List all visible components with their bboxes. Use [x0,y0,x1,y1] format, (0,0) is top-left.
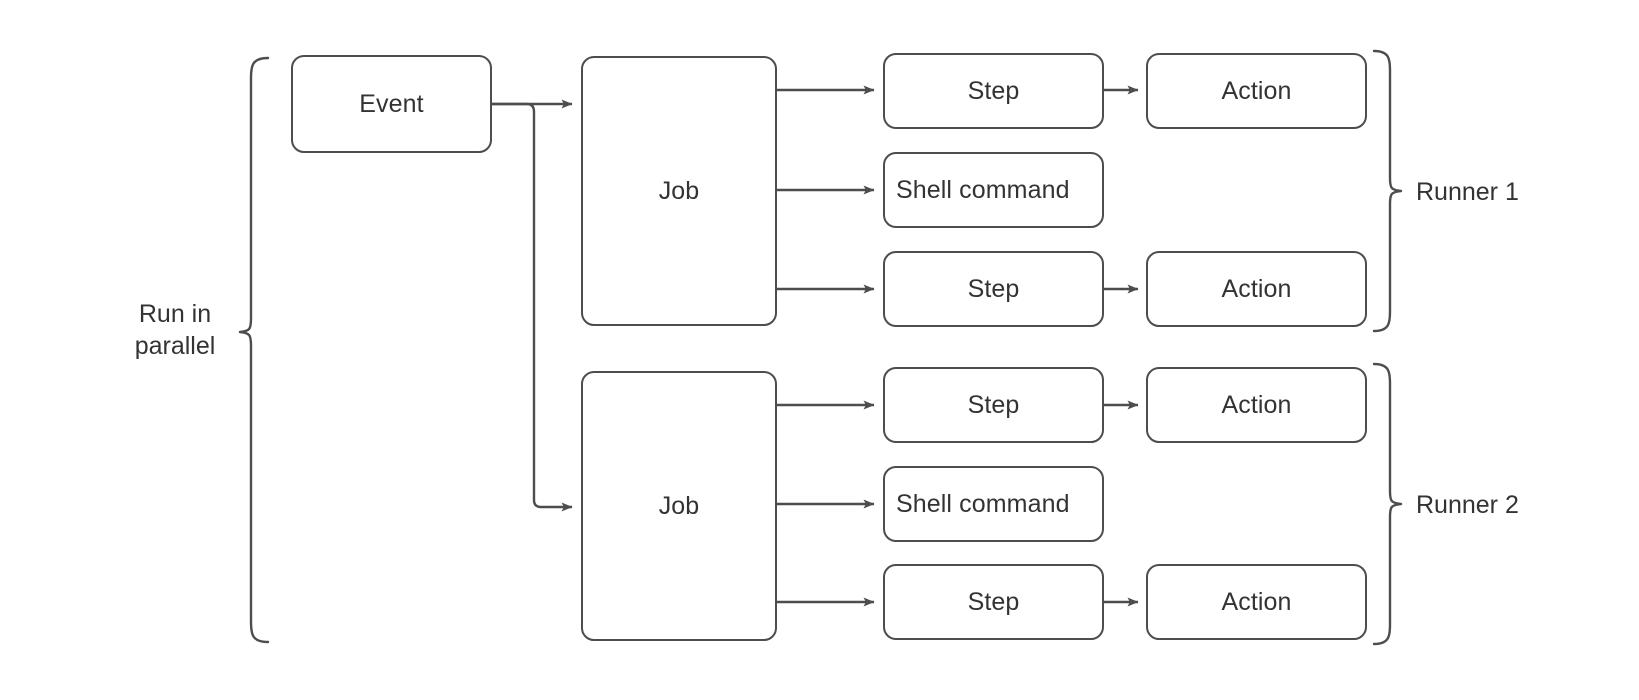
node-job-1-label: Job [658,177,700,205]
node-action-runner1-2[interactable]: Action [1146,251,1367,327]
node-action-runner1-1-label: Action [1221,77,1292,105]
brace-run-in-parallel [238,56,270,644]
node-action-runner2-2[interactable]: Action [1146,564,1367,640]
node-shell-command-runner2[interactable]: Shell command [883,466,1104,542]
node-action-runner2-1[interactable]: Action [1146,367,1367,443]
label-runner-1: Runner 1 [1416,178,1519,206]
node-shell-command-runner2-label: Shell command [896,490,1070,518]
node-event-label: Event [359,90,424,118]
node-step-runner1-2[interactable]: Step [883,251,1104,327]
node-action-runner1-1[interactable]: Action [1146,53,1367,129]
label-run-in-parallel: Run in parallel [134,300,216,360]
node-shell-command-runner1[interactable]: Shell command [883,152,1104,228]
node-action-runner2-1-label: Action [1221,391,1292,419]
node-step-runner1-1-label: Step [967,77,1020,105]
brace-runner-2 [1372,362,1403,646]
node-action-runner1-2-label: Action [1221,275,1292,303]
node-step-runner2-2[interactable]: Step [883,564,1104,640]
node-action-runner2-2-label: Action [1221,588,1292,616]
node-step-runner2-1-label: Step [967,391,1020,419]
label-runner-2: Runner 2 [1416,491,1519,519]
node-step-runner1-1[interactable]: Step [883,53,1104,129]
node-job-1[interactable]: Job [581,56,777,326]
node-step-runner2-2-label: Step [967,588,1020,616]
node-job-2-label: Job [658,492,700,520]
connector-event-to-job2 [492,102,573,512]
node-shell-command-runner1-label: Shell command [896,176,1070,204]
node-event[interactable]: Event [291,55,492,153]
node-step-runner2-1[interactable]: Step [883,367,1104,443]
node-job-2[interactable]: Job [581,371,777,641]
brace-runner-1 [1372,49,1403,333]
node-step-runner1-2-label: Step [967,275,1020,303]
